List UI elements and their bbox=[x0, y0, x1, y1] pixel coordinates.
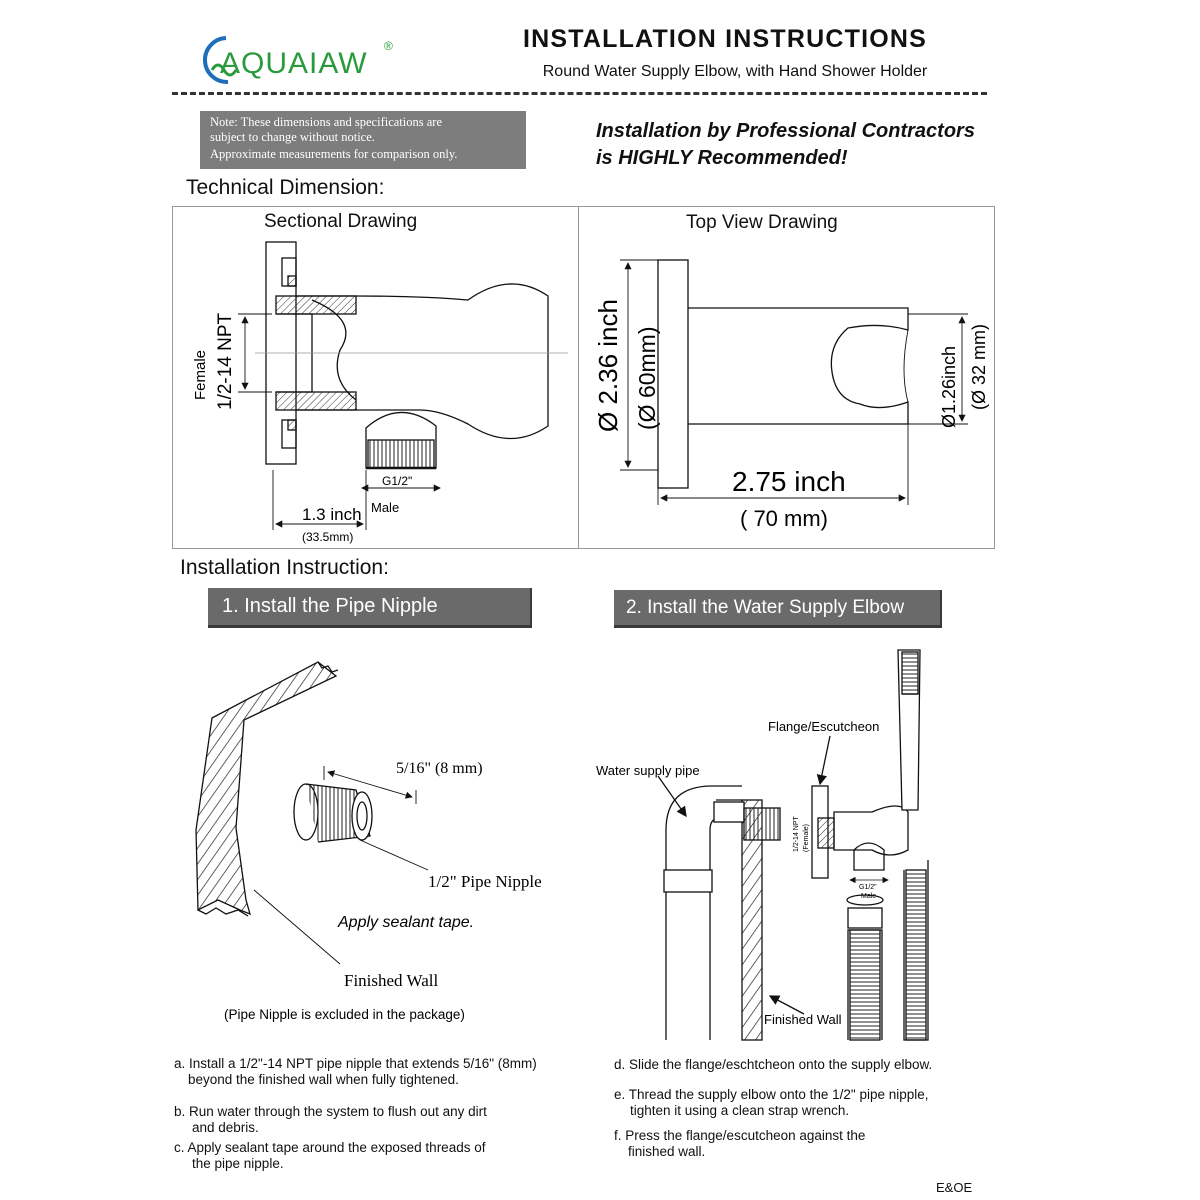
instruction-line: b. Run water through the system to flush… bbox=[174, 1104, 487, 1119]
sectional-drawing-title: Sectional Drawing bbox=[264, 211, 418, 232]
instruction-line: tighten it using a clean strap wrench. bbox=[630, 1103, 850, 1118]
disclaimer-note: Note: These dimensions and specification… bbox=[200, 111, 526, 169]
top-view-drawing-title: Top View Drawing bbox=[686, 212, 838, 233]
instruction-line: finished wall. bbox=[628, 1144, 706, 1159]
eoe-footer: E&OE bbox=[936, 1180, 973, 1195]
technical-dimension-heading: Technical Dimension: bbox=[186, 176, 385, 199]
length-mm-label: ( 70 mm) bbox=[740, 506, 828, 531]
male-label: Male bbox=[371, 500, 399, 515]
finished-wall bbox=[741, 799, 763, 1041]
depth-inch-label: 1.3 inch bbox=[302, 505, 362, 524]
step1-banner: 1. Install the Pipe Nipple bbox=[208, 588, 532, 628]
sectional-drawing bbox=[238, 241, 568, 530]
instruction-line: c. Apply sealant tape around the exposed… bbox=[174, 1140, 486, 1155]
water-supply-pipe-label: Water supply pipe bbox=[596, 763, 700, 778]
instruction-a: a. Install a 1/2"-14 NPT pipe nipple tha… bbox=[174, 1056, 614, 1088]
elbow-install-figure bbox=[657, 649, 929, 1041]
flange-side bbox=[657, 259, 689, 489]
instruction-line: f. Press the flange/escutcheon against t… bbox=[614, 1128, 866, 1143]
sealant-label: Apply sealant tape. bbox=[337, 914, 474, 931]
notice-line: Installation by Professional Contractors bbox=[596, 120, 975, 142]
outlet-thread bbox=[367, 439, 435, 469]
nipple-excluded-note: (Pipe Nipple is excluded in the package) bbox=[224, 1007, 465, 1022]
instruction-c: c. Apply sealant tape around the exposed… bbox=[174, 1140, 594, 1172]
notice-line: is HIGHLY Recommended! bbox=[596, 147, 848, 169]
holder-dia-inch-label: Ø1.26inch bbox=[939, 346, 959, 428]
g-half-label: G1/2" bbox=[382, 474, 412, 488]
instruction-d: d. Slide the flange/eschtcheon onto the … bbox=[614, 1057, 1034, 1073]
instruction-f: f. Press the flange/escutcheon against t… bbox=[614, 1128, 1034, 1160]
note-line: Note: These dimensions and specification… bbox=[210, 115, 442, 129]
length-inch-label: 2.75 inch bbox=[732, 466, 846, 497]
hose-threads bbox=[849, 929, 881, 1041]
instruction-line: e. Thread the supply elbow onto the 1/2"… bbox=[614, 1087, 929, 1102]
nipple-threads bbox=[743, 807, 781, 841]
instruction-b: b. Run water through the system to flush… bbox=[174, 1104, 594, 1136]
page-subtitle: Round Water Supply Elbow, with Hand Show… bbox=[542, 63, 928, 80]
elbow-female-label: (Female) bbox=[803, 824, 810, 852]
depth-mm-label: (33.5mm) bbox=[302, 530, 353, 544]
elbow-male-label: Male bbox=[861, 893, 876, 900]
note-line: Approximate measurements for comparison … bbox=[210, 147, 458, 161]
female-label: Female bbox=[192, 350, 209, 400]
elbow-npt-label: 1/2-14 NPT bbox=[793, 815, 800, 852]
holder-dia-mm-label: (Ø 32 mm) bbox=[969, 324, 989, 410]
note-line: subject to change without notice. bbox=[210, 129, 375, 144]
step2-banner: 2. Install the Water Supply Elbow bbox=[614, 590, 942, 628]
logo-text: AQUAIAW bbox=[220, 47, 368, 80]
brand-logo: AQUAIAW ® bbox=[203, 36, 393, 85]
pipe-nipple-figure bbox=[195, 661, 429, 965]
instruction-line: beyond the finished wall when fully tigh… bbox=[188, 1072, 459, 1087]
instruction-line: the pipe nipple. bbox=[192, 1156, 284, 1171]
pipe-nipple-label: 1/2" Pipe Nipple bbox=[428, 872, 542, 891]
finished-wall-label-2: Finished Wall bbox=[764, 1012, 842, 1027]
finished-wall-label-1: Finished Wall bbox=[344, 971, 438, 990]
instruction-line: a. Install a 1/2"-14 NPT pipe nipple tha… bbox=[174, 1056, 537, 1071]
logo-reg-mark: ® bbox=[384, 39, 393, 53]
wall-cutaway bbox=[195, 661, 338, 916]
flange-escutcheon-label: Flange/Escutcheon bbox=[768, 719, 879, 734]
arm-outline bbox=[688, 307, 909, 425]
extension-dim-label: 5/16" (8 mm) bbox=[396, 760, 483, 777]
flange-dia-inch-label: Ø 2.36 inch bbox=[593, 299, 623, 432]
page-title: INSTALLATION INSTRUCTIONS bbox=[522, 25, 928, 53]
elbow-body-outline bbox=[296, 283, 549, 440]
npt-label: 1/2-14 NPT bbox=[215, 312, 236, 410]
instruction-line: and debris. bbox=[192, 1120, 259, 1135]
flange-dia-mm-label: (Ø 60mm) bbox=[634, 327, 660, 431]
instruction-e: e. Thread the supply elbow onto the 1/2"… bbox=[614, 1087, 1034, 1119]
installation-heading: Installation Instruction: bbox=[180, 556, 389, 579]
dimension-panel bbox=[172, 206, 995, 549]
dimension-panel-divider bbox=[578, 206, 579, 549]
top-view-drawing bbox=[620, 259, 968, 505]
header-divider bbox=[172, 92, 987, 95]
elbow-g-label: G1/2" bbox=[859, 884, 877, 891]
instruction-line: d. Slide the flange/eschtcheon onto the … bbox=[614, 1057, 933, 1072]
professional-install-notice: Installation by Professional Contractors… bbox=[596, 118, 1016, 172]
